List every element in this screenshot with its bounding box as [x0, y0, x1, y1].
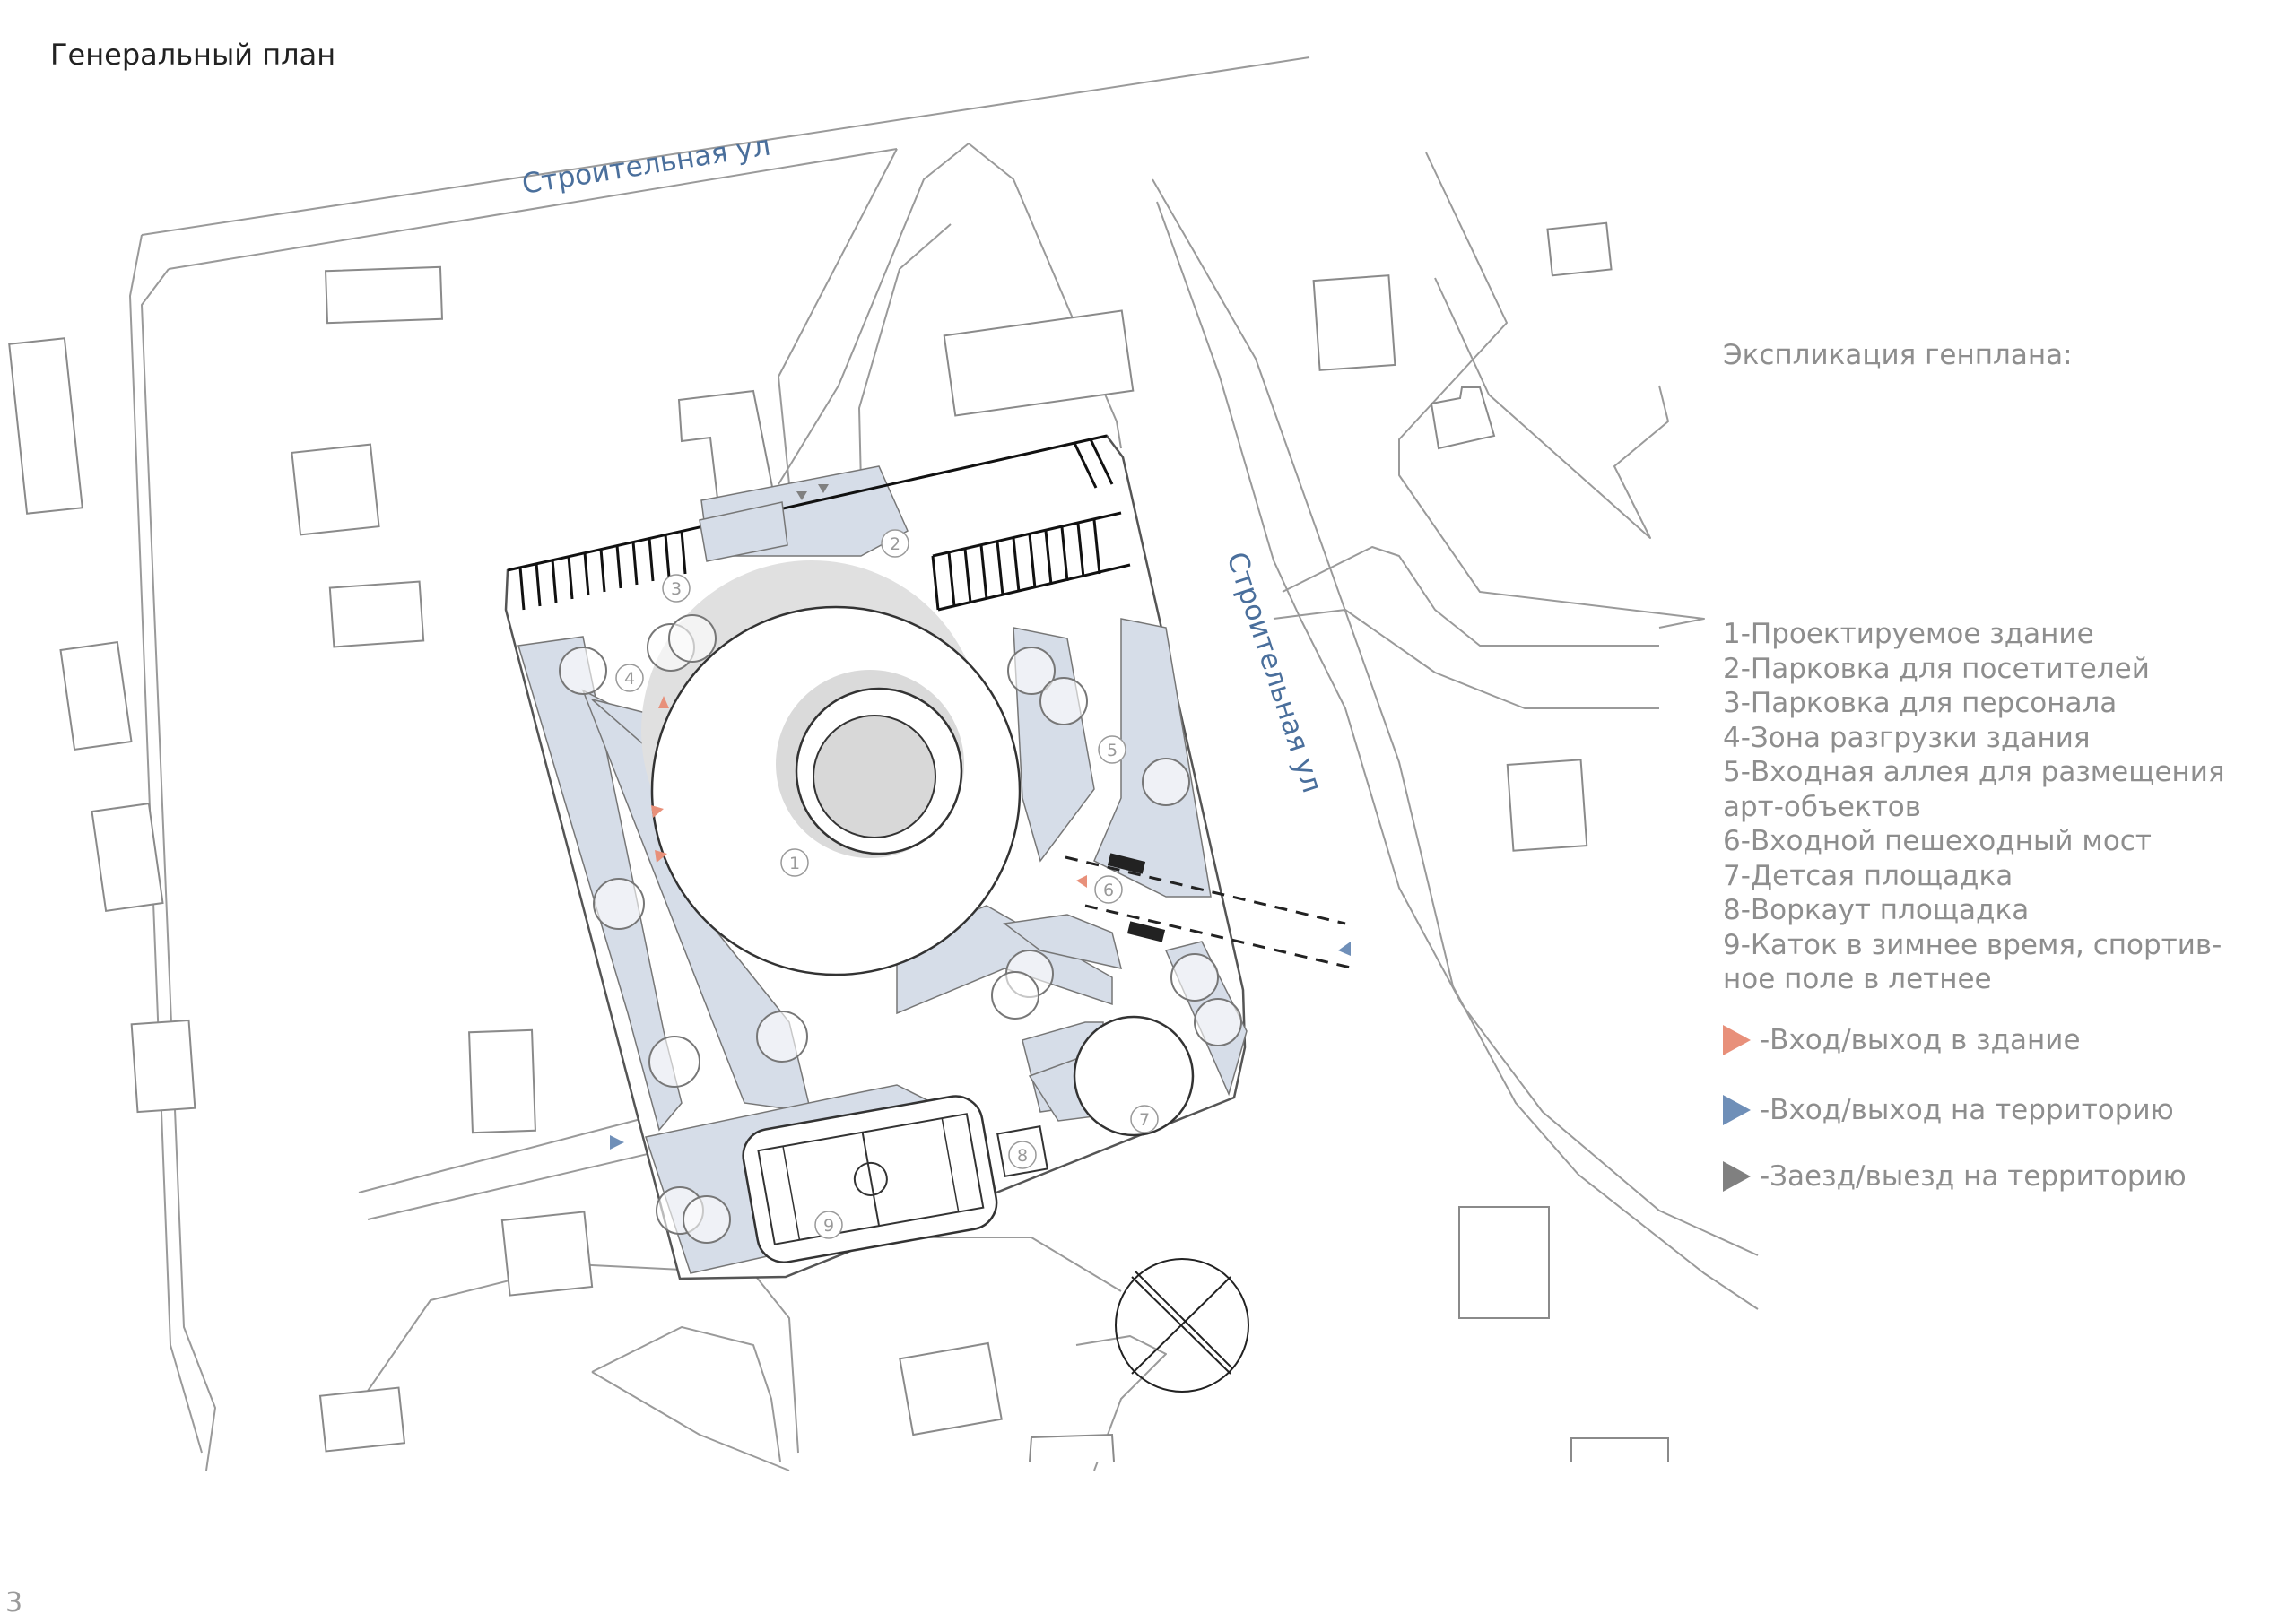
building-outline [291, 443, 380, 536]
zone-marker-2: 2 [890, 534, 900, 554]
zone-markers [615, 529, 1159, 1239]
street-label-right: Строительная ул [1220, 548, 1328, 796]
road-edge [778, 143, 1122, 485]
building-outline [318, 1386, 406, 1453]
building-outline [1029, 1433, 1115, 1462]
parking-stalls-staff [518, 530, 687, 611]
explication-title: Экспликация генплана: [1723, 339, 2073, 371]
vehicle-entrances [796, 484, 829, 500]
explication-item: 5-Входная аллея для размещения арт-объек… [1723, 756, 2225, 823]
trees [559, 614, 1242, 1244]
key-label: -Вход/выход в здание [1760, 1024, 2081, 1056]
zone-marker-5: 5 [1107, 741, 1118, 760]
building-outline [1506, 759, 1588, 852]
building-outline [1458, 1206, 1550, 1319]
key-building-entrance: -Вход/выход в здание [1723, 1022, 2081, 1058]
road-edge [349, 1263, 799, 1454]
key-vehicle-entrance: -Заезд/выезд на территорию [1723, 1159, 2187, 1194]
sports-field [742, 1095, 998, 1263]
explication-item: 4-Зона разгрузки здания [1723, 721, 2091, 754]
road-edge [1152, 178, 1759, 1310]
explication-list: 1-Проектируемое здание 2-Парковка для по… [1723, 617, 2261, 997]
building-outline [328, 580, 425, 648]
building-outline [468, 1028, 536, 1134]
explication-item: 3-Парковка для персонала [1723, 687, 2118, 719]
building-outline [943, 309, 1135, 417]
explication-item: 1-Проектируемое здание [1723, 618, 2094, 650]
zone-marker-6: 6 [1103, 881, 1114, 900]
bridge-deck [1126, 921, 1166, 942]
building-outline [1430, 386, 1496, 450]
building-entrances [651, 696, 1087, 888]
zone-marker-4: 4 [624, 669, 635, 689]
blue-triangle-icon [1723, 1095, 1751, 1125]
road-edge [1434, 277, 1669, 539]
building-outline [130, 1019, 196, 1114]
key-territory-entrance: -Вход/выход на территорию [1723, 1092, 2174, 1128]
green-zone [1093, 618, 1212, 898]
building-outline [91, 802, 164, 913]
explication-item: 2-Парковка для посетителей [1723, 652, 2150, 685]
road-edge [141, 268, 216, 1471]
road-edge [1282, 546, 1659, 647]
playground [1073, 1015, 1195, 1137]
gray-triangle-icon [1723, 1161, 1751, 1192]
parking-stalls-top [1073, 438, 1114, 489]
road-edge [778, 148, 898, 485]
key-label: -Вход/выход на территорию [1760, 1094, 2174, 1126]
green-zone [1003, 914, 1123, 969]
orange-triangle-icon [1723, 1025, 1751, 1055]
building-outline [677, 389, 775, 500]
building-outline [1312, 274, 1396, 371]
road-edge [858, 223, 952, 485]
zone-marker-9: 9 [823, 1216, 834, 1236]
building-outline [500, 1211, 594, 1297]
zone-marker-7: 7 [1139, 1110, 1150, 1130]
building-dome [813, 715, 936, 838]
bridge-deck [1107, 853, 1146, 874]
building-outline [1570, 1437, 1669, 1462]
north-arrow [1115, 1258, 1249, 1393]
road-edge [1398, 152, 1705, 629]
road-edge [141, 56, 1310, 236]
road-edge [591, 1326, 781, 1462]
page-title: Генеральный план [50, 38, 336, 72]
building-outline [8, 337, 83, 515]
pedestrian-bridge [1065, 855, 1355, 970]
zone-marker-3: 3 [671, 579, 682, 599]
explication-item: 6-Входной пешеходный мост [1723, 825, 2152, 857]
parking-stalls-visitors [931, 511, 1131, 612]
building-outline [324, 265, 444, 325]
explication-item: 8-Воркаут площадка [1723, 894, 2030, 926]
explication-item: 9-Каток в зимнее время, спортив-ное поле… [1723, 928, 2222, 996]
zone-marker-8: 8 [1017, 1146, 1028, 1166]
road-edge [1075, 1335, 1167, 1471]
road-edge [1273, 609, 1659, 709]
building-outline [1546, 221, 1613, 277]
road-edge [591, 1371, 790, 1471]
green-zone [517, 636, 683, 1132]
zone-marker-1: 1 [789, 854, 800, 873]
building-outline [899, 1341, 1003, 1436]
road-edge [1156, 201, 1759, 1256]
key-label: -Заезд/выезд на территорию [1760, 1160, 2187, 1193]
loading-bay [699, 501, 788, 562]
road-edge [168, 148, 898, 270]
explication-item: 7-Детсая площадка [1723, 859, 2013, 892]
page-number: 3 [5, 1587, 23, 1619]
building-outline [59, 640, 133, 751]
territory-entrances [610, 942, 1351, 1150]
